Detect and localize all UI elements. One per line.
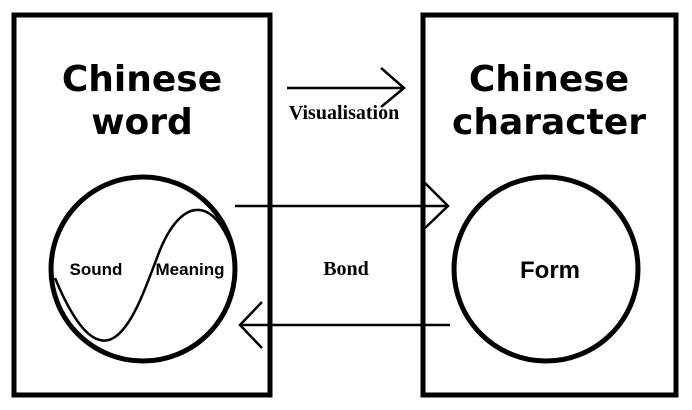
chinese-character-title-line2: character — [452, 102, 646, 143]
sound-meaning-wave — [53, 208, 238, 342]
visualisation-label: Visualisation — [289, 102, 399, 124]
visualisation-arrow — [287, 67, 406, 108]
form-label: Form — [520, 257, 580, 284]
character-circle — [451, 174, 641, 364]
bond-label: Bond — [323, 258, 369, 280]
meaning-label: Meaning — [156, 260, 225, 279]
bond-arrow-to-word — [238, 301, 450, 349]
chinese-character-title-line1: Chinese — [469, 59, 629, 100]
bond-arrow-to-form — [235, 182, 450, 229]
sound-label: Sound — [70, 260, 123, 279]
chinese-word-title-line2: word — [91, 102, 193, 143]
chinese-word-title-line1: Chinese — [62, 59, 222, 100]
word-circle — [48, 174, 238, 364]
